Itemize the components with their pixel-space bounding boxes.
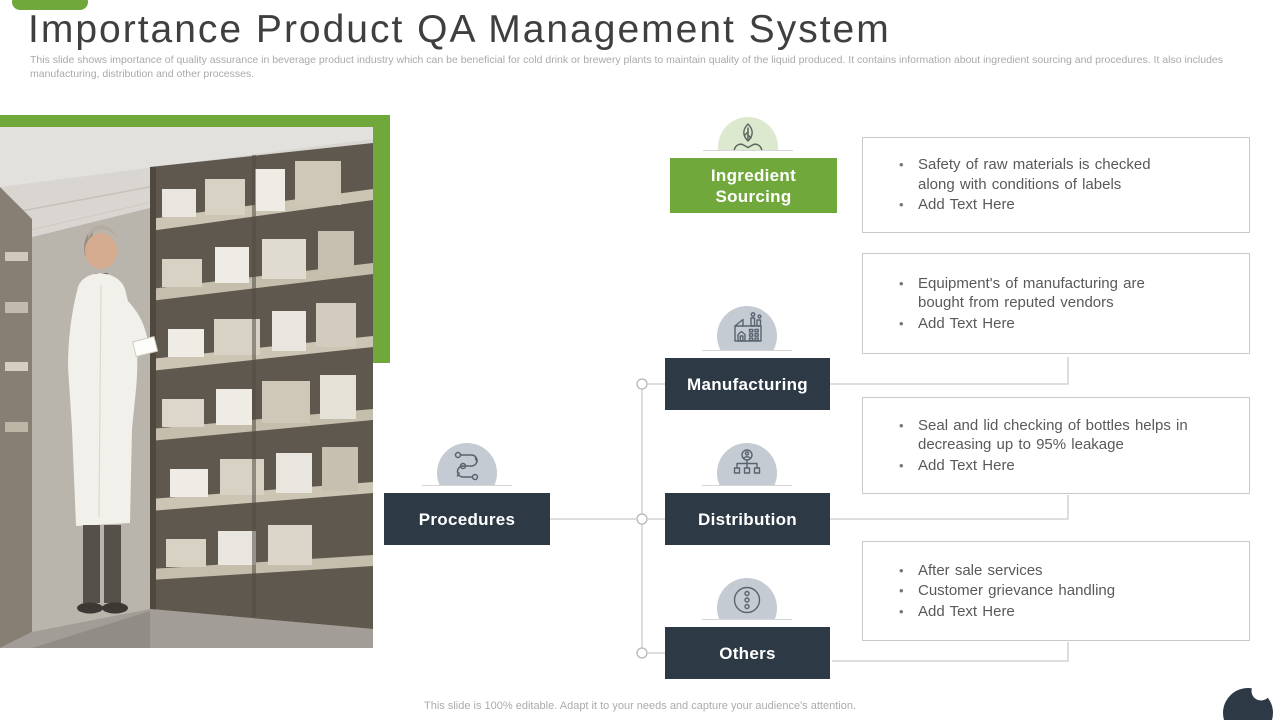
process-flow-icon: [454, 451, 479, 481]
bullet-item: Equipment's of manufacturing are bought …: [897, 274, 1145, 313]
bullet-list: Seal and lid checking of bottles helps i…: [897, 415, 1188, 477]
bullet-item: Safety of raw materials is checked along…: [897, 155, 1151, 194]
callout-manufacturing: Equipment's of manufacturing are bought …: [862, 253, 1250, 354]
circle-cut-line: [703, 150, 793, 158]
callout-ingredient-sourcing: Safety of raw materials is checked along…: [862, 137, 1250, 233]
node-label: Others: [719, 643, 776, 663]
node-ingredient-sourcing: Ingredient Sourcing: [670, 158, 837, 213]
bullet-item: Add Text Here: [897, 195, 1151, 215]
org-hierarchy-icon: [733, 449, 761, 474]
node-label: Manufacturing: [686, 374, 808, 394]
callout-distribution: Seal and lid checking of bottles helps i…: [862, 397, 1250, 494]
bullet-item: Add Text Here: [897, 456, 1188, 476]
bullet-list: Safety of raw materials is checked along…: [897, 154, 1151, 216]
more-options-icon: [733, 586, 761, 614]
circle-cut-line: [702, 619, 792, 627]
node-label: Procedures: [418, 509, 516, 529]
brand-logo-icon: [1223, 684, 1273, 720]
left-shelf: [0, 187, 32, 648]
circle-cut-line: [702, 350, 792, 358]
shelf-rack: [150, 143, 373, 629]
footer-note: This slide is 100% editable. Adapt it to…: [424, 700, 856, 712]
floor: [0, 609, 373, 648]
circle-cut-line: [702, 485, 792, 493]
node-procedures: Procedures: [384, 493, 550, 545]
node-manufacturing: Manufacturing: [665, 358, 830, 410]
node-label: Ingredient Sourcing: [710, 165, 797, 206]
person: [68, 225, 159, 614]
bullet-item: Seal and lid checking of bottles helps i…: [897, 416, 1188, 455]
bullet-item: Add Text Here: [897, 314, 1145, 334]
warehouse-scene: [0, 127, 374, 648]
node-others: Others: [665, 627, 830, 679]
page-title: Importance Product QA Management System: [28, 8, 891, 51]
warehouse-photo: [0, 127, 374, 648]
circle-cut-line: [422, 485, 512, 493]
node-distribution: Distribution: [665, 493, 830, 545]
callout-others: After sale services Customer grievance h…: [862, 541, 1250, 641]
bullet-item: Add Text Here: [897, 602, 1115, 622]
corner-accent-pill: [12, 0, 88, 10]
bullet-list: After sale services Customer grievance h…: [897, 560, 1115, 623]
bullet-item: Customer grievance handling: [897, 581, 1115, 601]
bullet-list: Equipment's of manufacturing are bought …: [897, 273, 1145, 335]
page-subtitle: This slide shows importance of quality a…: [30, 54, 1223, 80]
photo-frame-top-bar: [0, 115, 390, 127]
leaf-hands-icon: [733, 123, 763, 152]
bullet-item: After sale services: [897, 561, 1115, 581]
photo-frame-right-bar: [373, 115, 390, 363]
factory-icon: [734, 312, 762, 342]
node-label: Distribution: [698, 509, 797, 529]
